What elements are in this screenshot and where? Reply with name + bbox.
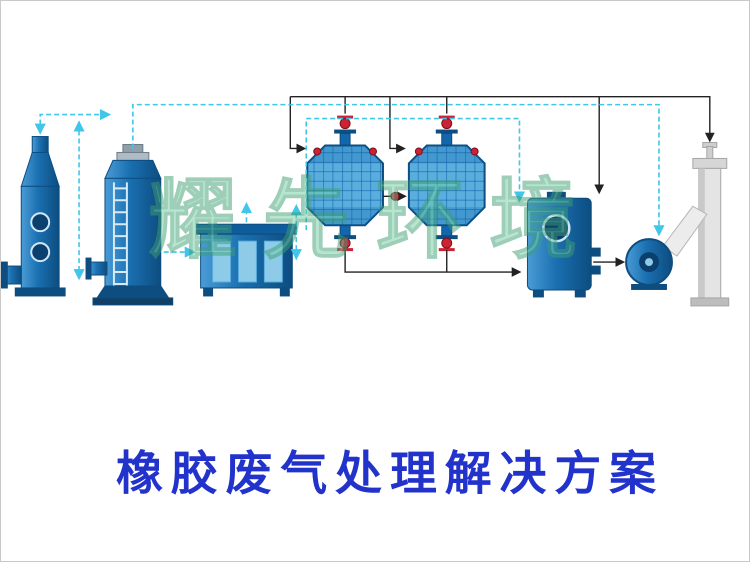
packed-tower — [85, 143, 174, 306]
cyan-duct-lines — [34, 103, 665, 281]
carbon-drum-2 — [407, 115, 486, 252]
valve-icon — [313, 115, 377, 252]
sight-glass-icon — [30, 242, 51, 263]
treatment-box — [196, 223, 297, 297]
ladder-icon — [112, 182, 128, 286]
centrifugal-fan — [625, 205, 708, 290]
exhaust-chimney — [690, 141, 730, 307]
sight-glass-icon — [30, 212, 51, 233]
spray-tower — [1, 136, 66, 297]
tank-window-icon — [542, 213, 571, 243]
black-duct-lines — [289, 95, 715, 277]
water-tank — [526, 191, 601, 298]
carbon-drum-1 — [306, 115, 384, 252]
valve-icon — [414, 115, 479, 252]
brand-watermark: 耀先环境 — [149, 169, 603, 271]
page-title: 橡胶废气处理解决方案 — [116, 446, 664, 501]
fan-outlet-duct — [662, 205, 708, 257]
